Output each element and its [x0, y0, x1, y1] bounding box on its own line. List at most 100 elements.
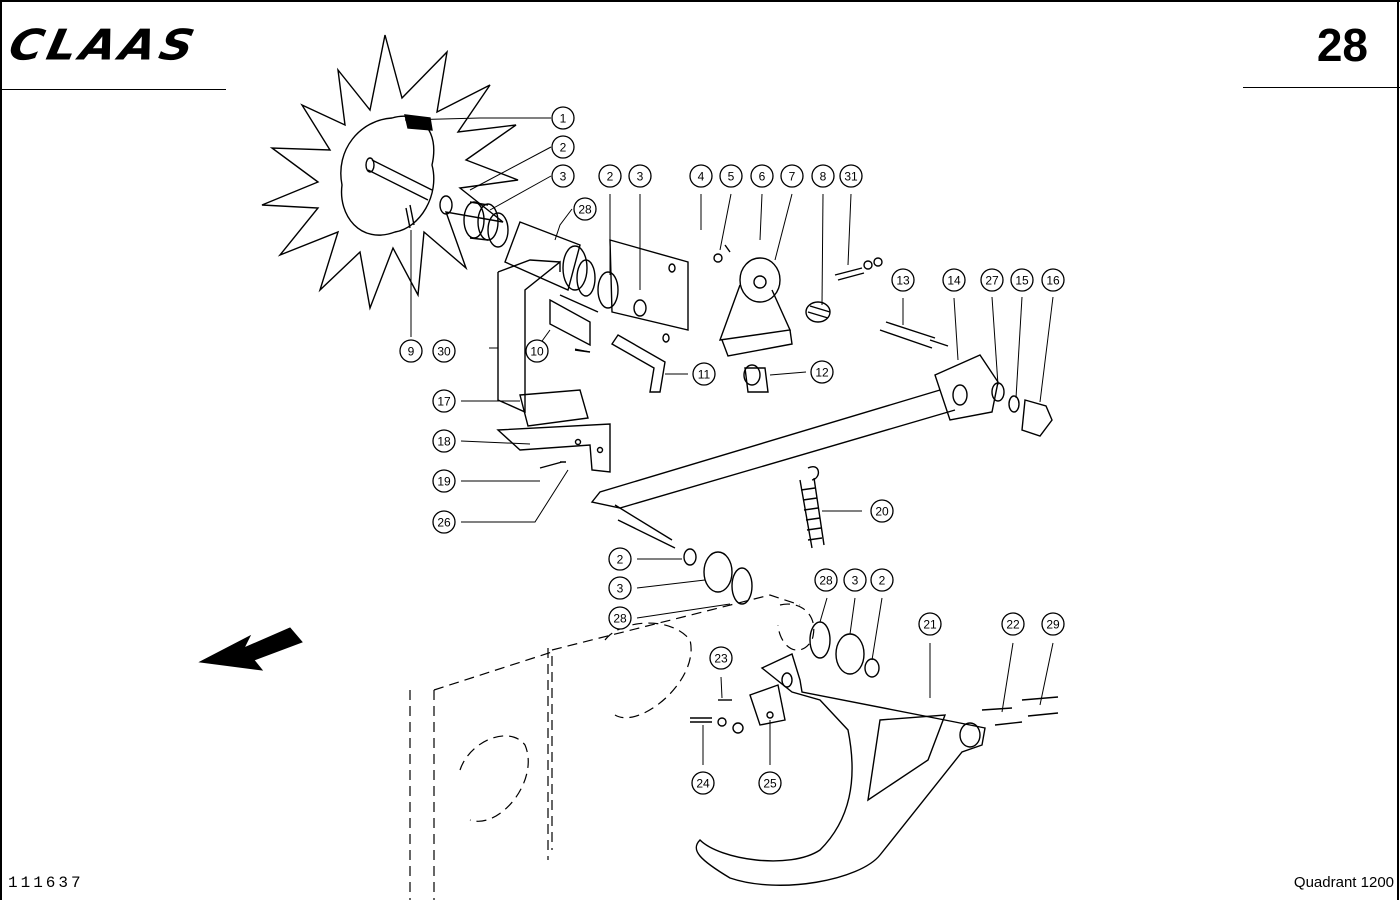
callout-label: 19 [437, 475, 451, 489]
callout-circle [525, 339, 549, 363]
callout-29: 29 [1041, 612, 1065, 636]
callout-circle [432, 510, 456, 534]
callout-label: 16 [1046, 274, 1060, 288]
callout-circle [551, 106, 575, 130]
callout-circle [598, 164, 622, 188]
callout-circle [608, 547, 632, 571]
callout-2: 2 [870, 568, 894, 592]
callout-label: 6 [759, 170, 766, 184]
callout-26: 26 [432, 510, 456, 534]
callout-label: 22 [1006, 618, 1020, 632]
callout-14: 14 [942, 268, 966, 292]
callout-5: 5 [719, 164, 743, 188]
callout-circle [750, 164, 774, 188]
callout-circle [432, 429, 456, 453]
callout-30: 30 [432, 339, 456, 363]
callout-label: 15 [1015, 274, 1029, 288]
callout-28: 28 [608, 606, 632, 630]
callout-label: 27 [985, 274, 999, 288]
callout-23: 23 [709, 646, 733, 670]
callout-label: 12 [815, 366, 829, 380]
callout-label: 13 [896, 274, 910, 288]
callout-circle [692, 362, 716, 386]
header-rule-right [1243, 87, 1400, 88]
callout-9: 9 [399, 339, 423, 363]
header-rule-left [0, 89, 226, 90]
callout-label: 7 [789, 170, 796, 184]
callout-circle [980, 268, 1004, 292]
callout-label: 2 [607, 170, 614, 184]
callout-25: 25 [758, 771, 782, 795]
callout-7: 7 [780, 164, 804, 188]
page-frame-right [1397, 0, 1399, 900]
callout-label: 5 [728, 170, 735, 184]
callout-circle [1010, 268, 1034, 292]
callout-15: 15 [1010, 268, 1034, 292]
page-number: 28 [1316, 19, 1368, 71]
callout-circle [551, 135, 575, 159]
page-frame-left [0, 0, 2, 900]
callout-10: 10 [525, 339, 549, 363]
callout-28: 28 [573, 197, 597, 221]
callout-21: 21 [918, 612, 942, 636]
callout-6: 6 [750, 164, 774, 188]
callout-22: 22 [1001, 612, 1025, 636]
callout-label: 4 [698, 170, 705, 184]
callout-circle [758, 771, 782, 795]
callout-label: 29 [1046, 618, 1060, 632]
callout-2: 2 [598, 164, 622, 188]
drawing-number: 111637 [8, 874, 84, 892]
callout-17: 17 [432, 389, 456, 413]
callout-3: 3 [843, 568, 867, 592]
callout-label: 26 [437, 516, 451, 530]
callout-label: 23 [714, 652, 728, 666]
callout-16: 16 [1041, 268, 1065, 292]
callout-label: 24 [696, 777, 710, 791]
callout-label: 14 [947, 274, 961, 288]
callout-label: 30 [437, 345, 451, 359]
callout-20: 20 [870, 499, 894, 523]
callout-circle [399, 339, 423, 363]
callout-circle [709, 646, 733, 670]
callout-label: 2 [617, 553, 624, 567]
callout-circle [891, 268, 915, 292]
callout-circle [810, 360, 834, 384]
callout-label: 9 [408, 345, 415, 359]
page-frame-top [0, 0, 1400, 2]
callout-3: 3 [608, 576, 632, 600]
callout-label: 18 [437, 435, 451, 449]
callout-circle [608, 606, 632, 630]
callout-3: 3 [628, 164, 652, 188]
callout-circle [839, 164, 863, 188]
callout-circle [432, 339, 456, 363]
callout-circle [1041, 612, 1065, 636]
callout-circle [432, 389, 456, 413]
callout-24: 24 [691, 771, 715, 795]
callout-label: 3 [617, 582, 624, 596]
callout-label: 2 [560, 141, 567, 155]
callout-2: 2 [608, 547, 632, 571]
callout-label: 8 [820, 170, 827, 184]
callout-label: 11 [698, 368, 711, 382]
callout-label: 20 [875, 505, 889, 519]
callout-3: 3 [551, 164, 575, 188]
callout-4: 4 [689, 164, 713, 188]
callout-label: 3 [852, 574, 859, 588]
callout-13: 13 [891, 268, 915, 292]
star-wheel [261, 34, 519, 311]
callout-2: 2 [551, 135, 575, 159]
callout-circle [1001, 612, 1025, 636]
callout-circle [780, 164, 804, 188]
callout-19: 19 [432, 469, 456, 493]
callout-circle [628, 164, 652, 188]
callout-circle [608, 576, 632, 600]
callout-11: 11 [692, 362, 716, 386]
callout-8: 8 [811, 164, 835, 188]
callout-label: 1 [560, 112, 567, 126]
callout-circle [918, 612, 942, 636]
callout-31: 31 [839, 164, 863, 188]
callout-circle [1041, 268, 1065, 292]
callout-circle [719, 164, 743, 188]
